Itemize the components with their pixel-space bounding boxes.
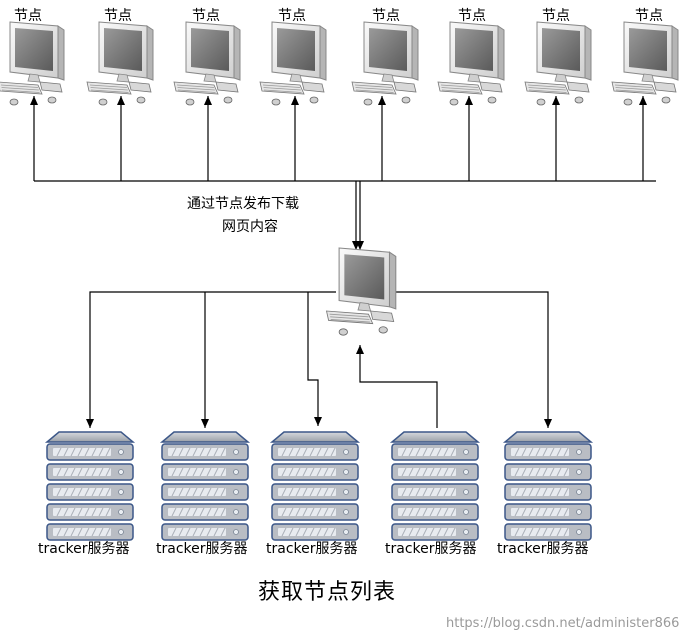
caption-line-2: 网页内容 (222, 219, 278, 235)
arrow-to-server-3 (307, 292, 322, 426)
caption-line-1: 通过节点发布下载 (187, 196, 299, 212)
server-label-1: tracker服务器 (38, 541, 130, 557)
connector-lines (30, 96, 656, 428)
computer-icon-node-6 (437, 21, 505, 106)
arrow-to-server-5 (392, 291, 552, 428)
arrow-from-server-4 (356, 345, 438, 428)
server-label-2: tracker服务器 (156, 541, 248, 557)
node-label-5: 节点 (372, 8, 400, 24)
computer-icon-node-2 (86, 21, 154, 106)
computer-icon-node-7 (524, 21, 592, 106)
server-icon-2 (159, 431, 251, 541)
node-label-6: 节点 (458, 8, 486, 24)
computer-icon-node-5 (351, 21, 419, 106)
computer-icon-node-8 (611, 21, 679, 106)
server-label-5: tracker服务器 (497, 541, 589, 557)
server-label-4: tracker服务器 (385, 541, 477, 557)
server-label-3: tracker服务器 (266, 541, 358, 557)
computer-icon-node-3 (173, 21, 241, 106)
node-label-8: 节点 (635, 8, 663, 24)
arrow-to-server-1 (86, 291, 336, 428)
computer-icon-node-1 (0, 21, 65, 106)
figure-title: 获取节点列表 (258, 580, 397, 605)
node-label-1: 节点 (14, 8, 42, 24)
computer-group (0, 21, 679, 336)
computer-icon-node-4 (259, 21, 327, 106)
watermark: https://blog.csdn.net/administer866 (446, 616, 680, 631)
node-label-7: 节点 (542, 8, 570, 24)
server-group (44, 431, 594, 541)
node-label-2: 节点 (104, 8, 132, 24)
node-label-4: 节点 (278, 8, 306, 24)
computer-icon-central (325, 247, 397, 336)
server-icon-1 (44, 431, 136, 541)
server-icon-3 (269, 431, 361, 541)
server-icon-4 (389, 431, 481, 541)
node-label-3: 节点 (192, 8, 220, 24)
server-icon-5 (502, 431, 594, 541)
